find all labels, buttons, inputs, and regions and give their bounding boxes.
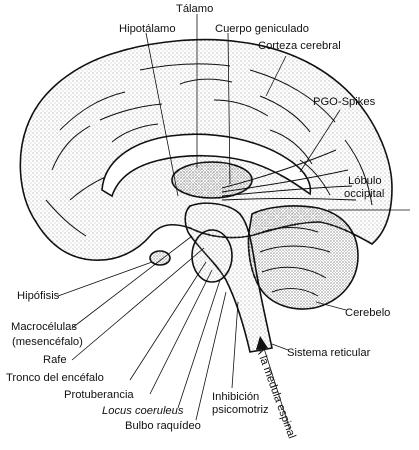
cerebellum <box>247 205 359 310</box>
label-corteza-cerebral: Corteza cerebral <box>258 40 341 52</box>
label-locus-coeruleus: Locus coeruleus <box>102 405 184 417</box>
spinal-cord-arrow-icon <box>256 336 291 431</box>
label-medula: A la medula espinal <box>253 345 297 440</box>
label-cerebelo: Cerebelo <box>345 307 390 319</box>
label-cuerpo-geniculado: Cuerpo geniculado <box>215 23 309 35</box>
label-talamo: Tálamo <box>176 3 213 15</box>
pgo-fibres <box>221 149 357 201</box>
label-macrocelulas: Macrocélulas <box>11 321 77 333</box>
pons <box>191 229 233 283</box>
pituitary-gland <box>149 250 171 266</box>
label-hipotalamo: Hipotálamo <box>119 23 176 35</box>
label-tronco: Tronco del encéfalo <box>6 372 104 384</box>
thalamus <box>171 161 253 199</box>
label-hipofisis: Hipófisis <box>17 290 60 302</box>
label-psicomotriz: psicomotriz <box>212 404 269 416</box>
label-protuberancia: Protuberancia <box>64 389 134 401</box>
label-rafe: Rafe <box>43 354 67 366</box>
label-pgo-spikes: PGO-Spikes <box>313 96 376 108</box>
label-inhibicion: Inhibición <box>212 391 259 403</box>
label-sistema-reticular: Sistema reticular <box>287 347 371 359</box>
label-mesencefalo: (mesencéfalo) <box>12 336 83 348</box>
label-lobulo: Lóbulo <box>348 175 382 187</box>
corpus-callosum <box>101 133 312 198</box>
label-bulbo: Bulbo raquídeo <box>125 420 201 432</box>
label-occipital: occipital <box>344 188 384 200</box>
leader-lines <box>57 14 410 421</box>
